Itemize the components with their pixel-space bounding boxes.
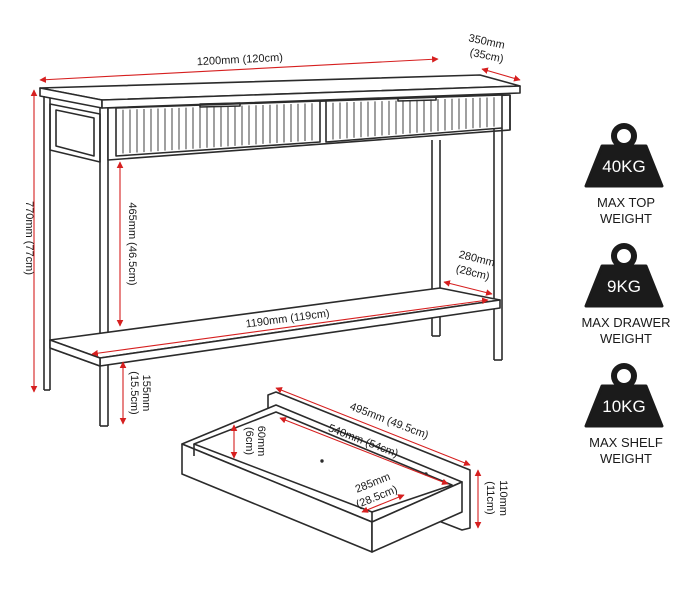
dim-line-shelf-width (91, 297, 489, 357)
weight-drawer-value: 9KG (607, 277, 641, 296)
table-top-front-edge (101, 85, 521, 109)
weight-top-icon (584, 123, 664, 188)
weight-top-value: 40KG (602, 157, 645, 176)
dim-line-depth (481, 67, 521, 82)
weight-shelf: 10KG MAX SHELF WEIGHT (584, 363, 664, 466)
weight-top-label-1: MAX TOP (597, 195, 655, 210)
label-drawer-height-cm: (11cm) (484, 481, 496, 514)
weight-top: 40KG MAX TOP WEIGHT (584, 123, 664, 226)
weight-shelf-label-1: MAX SHELF (589, 435, 663, 450)
label-leg-clearance-mm: 155mm (140, 375, 152, 412)
label-drawer-inner-height-mm: 60mm (255, 426, 267, 457)
dim-line-top-width (39, 56, 439, 83)
label-drawer-gap: 465mm (46.5cm) (126, 202, 138, 285)
weight-drawer: 9KG MAX DRAWER WEIGHT (581, 243, 671, 346)
dim-line-drawer-inner-width (279, 417, 449, 485)
weight-shelf-value: 10KG (602, 397, 645, 416)
dimension-lines (30, 56, 521, 529)
label-drawer-inner-height-cm: (6cm) (243, 427, 255, 455)
weight-drawer-label-2: WEIGHT (600, 331, 652, 346)
label-leg-clearance-cm: (15.5cm) (128, 371, 140, 414)
drawer-front-right (325, 94, 503, 143)
weight-top-label-2: WEIGHT (600, 211, 652, 226)
weight-shelf-label-2: WEIGHT (600, 451, 652, 466)
drawer-drawing (181, 391, 471, 553)
console-table-drawing (39, 74, 521, 427)
dim-line-drawer-depth (361, 494, 405, 513)
label-top-width: 1200mm (120cm) (196, 52, 283, 68)
drawer-front-left (115, 100, 321, 157)
label-drawer-height-mm: 110mm (497, 480, 509, 516)
label-height: 770mm (77cm) (23, 201, 35, 275)
weight-shelf-icon (584, 363, 664, 428)
dim-line-shelf-depth (443, 280, 493, 296)
weight-drawer-icon (584, 243, 664, 308)
weight-drawer-label-1: MAX DRAWER (581, 315, 670, 330)
